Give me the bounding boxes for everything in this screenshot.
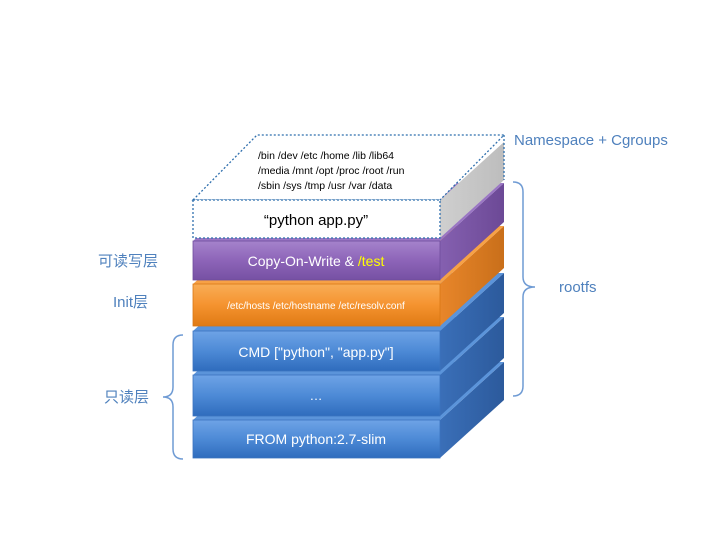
rootfs-brace: [512, 181, 536, 397]
layer-ellipsis-label: …: [310, 388, 323, 403]
rw-layer-label: 可读写层: [98, 253, 158, 270]
dir-list-line-2: /media /mnt /opt /proc /root /run: [258, 165, 405, 177]
init-layer-label: Init层: [113, 294, 148, 311]
read-only-brace: [162, 334, 184, 460]
layer-app: [191, 134, 506, 239]
layer-cow-label-prefix: Copy-On-Write &: [248, 253, 358, 269]
layer-app-label: “python app.py”: [264, 212, 368, 229]
dir-list-line-3: /sbin /sys /tmp /usr /var /data: [258, 180, 392, 192]
layer-cow-label-highlight: /test: [358, 253, 385, 269]
layer-cmd-label: CMD ["python", "app.py"]: [238, 344, 393, 360]
layer-from-label: FROM python:2.7-slim: [246, 431, 386, 447]
namespace-cgroups-label: Namespace + Cgroups: [514, 132, 668, 149]
dir-list-line-1: /bin /dev /etc /home /lib /lib64: [258, 150, 394, 162]
ro-layer-label: 只读层: [104, 389, 149, 406]
layer-cow-label: Copy-On-Write & /test: [248, 253, 385, 269]
layer-init-label: /etc/hosts /etc/hostname /etc/resolv.con…: [227, 301, 405, 312]
rootfs-label: rootfs: [559, 279, 597, 296]
